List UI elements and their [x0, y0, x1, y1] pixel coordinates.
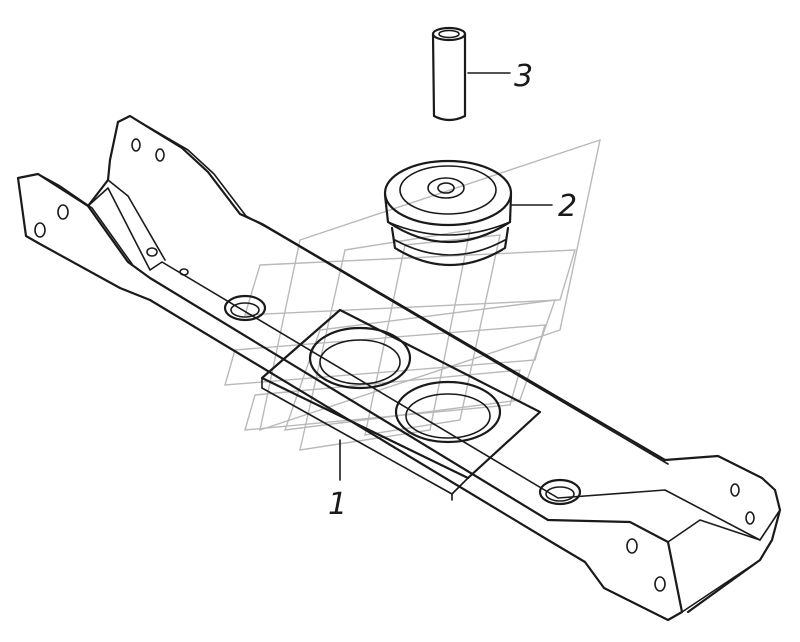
frame-channel [16, 114, 782, 622]
watermark-logo [224, 138, 601, 451]
callout-1: 1 [328, 487, 347, 522]
rubber-mount [383, 159, 513, 267]
sleeve [431, 26, 467, 122]
callout-3: 3 [514, 59, 533, 94]
callout-2: 2 [558, 189, 577, 224]
